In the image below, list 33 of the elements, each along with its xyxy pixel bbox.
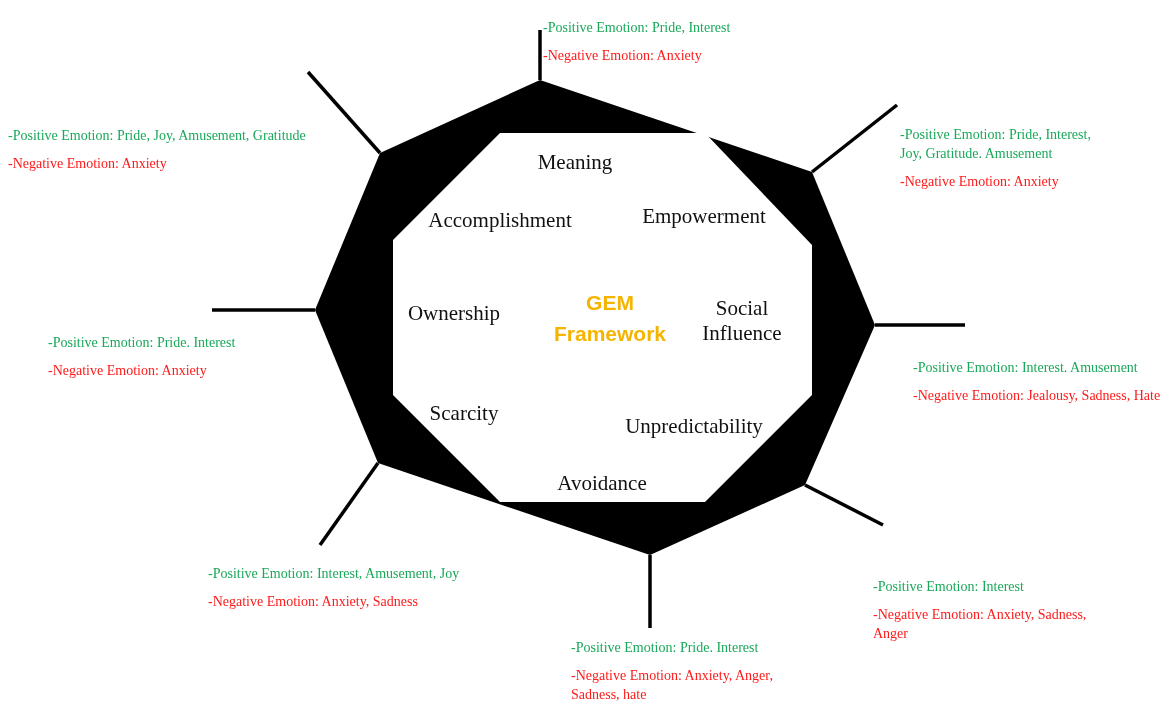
positive-emotion-text: -Positive Emotion: Pride, Joy, Amusement, Gratitude xyxy=(8,127,307,145)
spoke-line xyxy=(810,103,899,174)
negative-emotion-text: -Negative Emotion: Anxiety, Anger, Sadness, hate xyxy=(571,667,774,704)
drive-label: Empowerment xyxy=(641,204,767,229)
positive-emotion-text: -Positive Emotion: Pride, Interest, Joy, Gratitude. Amusement xyxy=(900,126,1092,163)
drive-label: Avoidance xyxy=(556,471,648,496)
spoke-line xyxy=(306,70,382,155)
drive-label: Ownership xyxy=(406,301,502,326)
negative-emotion-text: -Negative Emotion: Anxiety xyxy=(48,362,208,380)
negative-emotion-text: -Negative Emotion: Anxiety xyxy=(900,173,1060,191)
drive-label: Meaning xyxy=(536,150,614,175)
spoke-line xyxy=(212,308,315,312)
positive-emotion-text: -Positive Emotion: Interest, Amusement, Joy xyxy=(208,565,461,583)
spoke-line xyxy=(875,323,965,327)
spoke-line xyxy=(318,462,380,546)
center-title: GEM Framework xyxy=(552,290,667,347)
negative-emotion-text: -Negative Emotion: Anxiety, Sadness, Anger xyxy=(873,606,1088,643)
spoke-line xyxy=(804,483,884,527)
drive-label: Social Influence xyxy=(701,296,783,346)
positive-emotion-text: -Positive Emotion: Pride. Interest xyxy=(48,334,237,352)
positive-emotion-text: -Positive Emotion: Pride, Interest xyxy=(543,19,732,37)
positive-emotion-text: -Positive Emotion: Interest xyxy=(873,578,1025,596)
drive-label: Accomplishment xyxy=(427,208,573,233)
negative-emotion-text: -Negative Emotion: Jealousy, Sadness, Hate xyxy=(913,387,1162,405)
positive-emotion-text: -Positive Emotion: Pride. Interest xyxy=(571,639,760,657)
negative-emotion-text: -Negative Emotion: Anxiety, Sadness xyxy=(208,593,419,611)
drive-label: Scarcity xyxy=(428,401,500,426)
negative-emotion-text: -Negative Emotion: Anxiety xyxy=(8,155,168,173)
spoke-line xyxy=(538,30,542,80)
positive-emotion-text: -Positive Emotion: Interest. Amusement xyxy=(913,359,1139,377)
negative-emotion-text: -Negative Emotion: Anxiety xyxy=(543,47,703,65)
spoke-line xyxy=(648,555,652,628)
drive-label: Unpredictability xyxy=(624,414,764,439)
